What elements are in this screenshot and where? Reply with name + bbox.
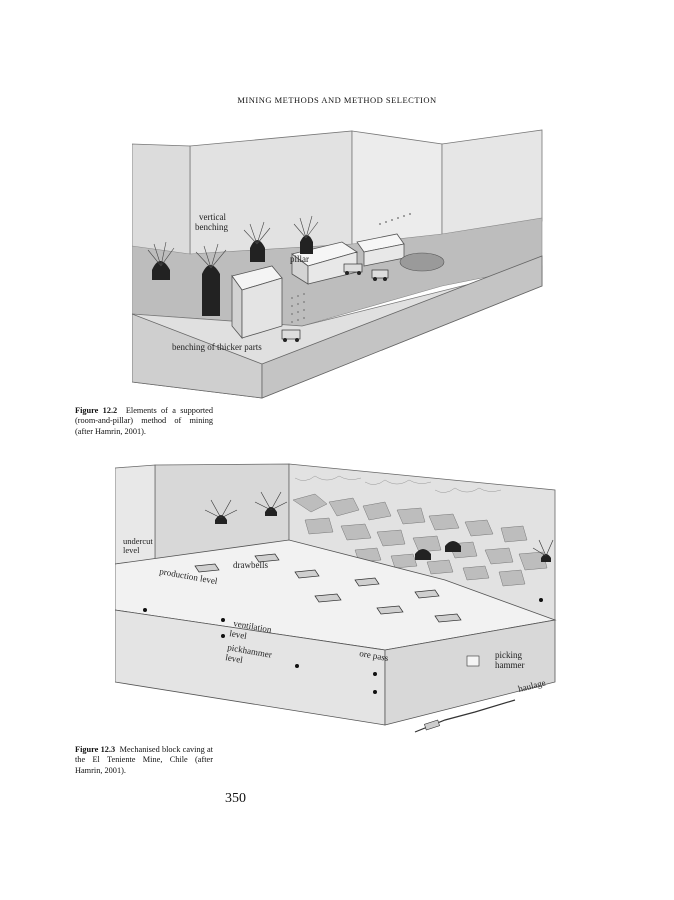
caption-text: Elements of a supported (room-and-pillar… — [75, 406, 213, 436]
room-and-pillar-illustration: vertical benching pillar benching of thi… — [132, 129, 543, 399]
label-benching: benching — [195, 222, 228, 232]
figure-12-2-caption: Figure 12.2 Elements of a supported (roo… — [75, 406, 213, 437]
label-undercut: undercut — [123, 536, 153, 546]
label-picking: picking — [495, 650, 522, 660]
figure-12-3-caption: Figure 12.3 Mechanised block caving at t… — [75, 745, 213, 776]
label-hammer: hammer — [495, 660, 525, 670]
page-number: 350 — [225, 791, 246, 806]
running-head: MINING METHODS AND METHOD SELECTION — [237, 95, 437, 105]
label-benching-thicker: benching of thicker parts — [172, 342, 262, 352]
label-ventilation-level: level — [229, 628, 248, 641]
label-pillar: pillar — [290, 254, 309, 264]
figure-room-and-pillar: vertical benching pillar benching of thi… — [132, 126, 544, 400]
figure-block-caving: undercut level drawbells production leve… — [115, 460, 557, 740]
label-drawbells: drawbells — [233, 560, 268, 570]
caption-number: Figure 12.3 — [75, 745, 116, 754]
caption-number: Figure 12.2 — [75, 406, 118, 415]
label-undercut-level: level — [123, 545, 140, 555]
block-caving-illustration: undercut level drawbells production leve… — [115, 463, 557, 733]
label-vertical: vertical — [199, 212, 226, 222]
label-pickhammer-level: level — [225, 652, 244, 665]
caption-text: Mechanised block caving at the El Tenien… — [75, 745, 213, 775]
